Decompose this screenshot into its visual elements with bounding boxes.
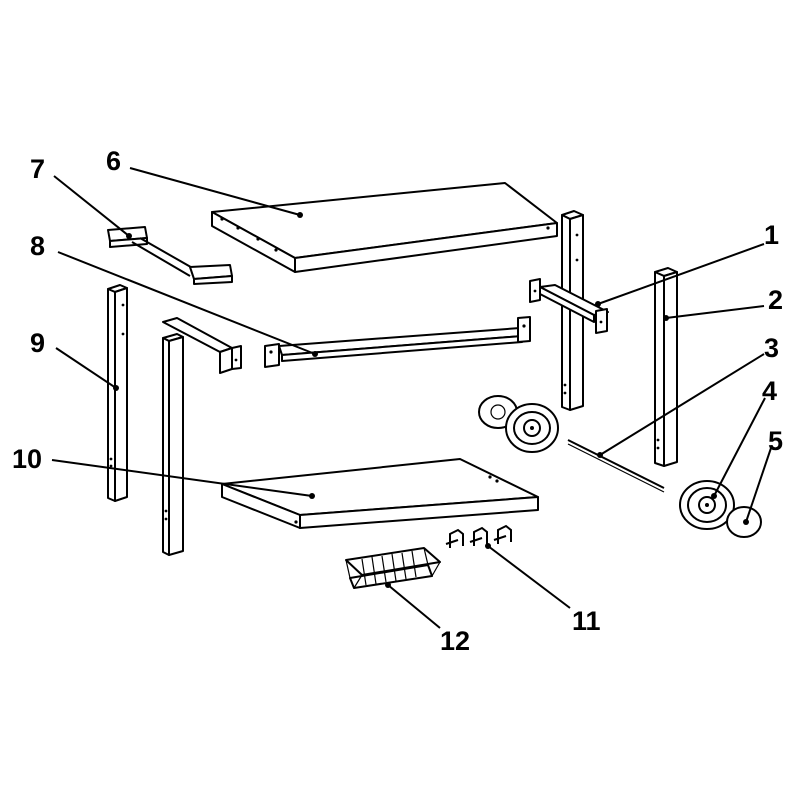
- leader-8: [57, 251, 316, 355]
- leader-10: [51, 459, 313, 497]
- part-1-bracket: [529, 278, 609, 334]
- part-2-leg: [654, 267, 678, 467]
- leader-6: [129, 167, 301, 216]
- leader-2: [665, 305, 765, 319]
- callout-labels: 1 2 3 4 5 6 7 8 9 10 11 12: [12, 146, 783, 656]
- leader-7: [53, 175, 130, 237]
- leg-with-bracket-left: [162, 317, 242, 556]
- leader-3: [599, 353, 765, 456]
- callout-7: 7: [30, 154, 45, 184]
- part-11-hooks: [445, 524, 512, 548]
- wheel-assembly-left: [478, 395, 559, 453]
- part-3-axle: [567, 439, 665, 493]
- leader-9: [55, 347, 117, 389]
- part-9-leg: [107, 284, 128, 502]
- callout-12: 12: [440, 626, 470, 656]
- callout-8: 8: [30, 231, 45, 261]
- part-10-bottom-shelf: [221, 458, 539, 529]
- callout-9: 9: [30, 328, 45, 358]
- part-4-wheel: [679, 480, 735, 530]
- part-12-basket: [345, 547, 441, 589]
- part-8-crossbar: [264, 316, 531, 368]
- leader-4: [713, 397, 766, 497]
- part-7-brace: [107, 226, 233, 285]
- callout-1: 1: [764, 220, 779, 250]
- leader-5: [745, 447, 772, 523]
- callout-2: 2: [768, 285, 783, 315]
- callout-6: 6: [106, 146, 121, 176]
- leader-12: [387, 584, 441, 629]
- leader-lines: [51, 167, 772, 629]
- callout-11: 11: [572, 606, 601, 636]
- leader-11: [487, 545, 571, 609]
- callout-10: 10: [12, 444, 42, 474]
- callout-3: 3: [764, 333, 779, 363]
- part-6-top-shelf: [211, 182, 558, 273]
- leader-1: [597, 243, 765, 305]
- callout-5: 5: [768, 426, 783, 456]
- callout-4: 4: [762, 376, 777, 406]
